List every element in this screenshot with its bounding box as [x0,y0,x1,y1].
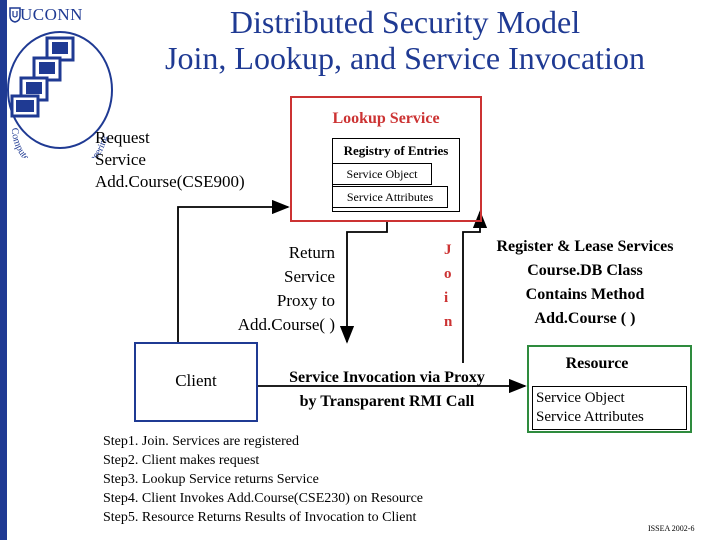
request-arrow [177,199,290,342]
return-proxy-label: Return Service Proxy to Add.Course( ) [175,241,335,337]
step-item: Step3. Lookup Service returns Service [103,472,319,487]
client-label: Client [175,371,217,390]
step-item: Step4. Client Invokes Add.Course(CSE230)… [103,491,424,506]
page-subtitle: Join, Lookup, and Service Invocation [165,40,645,76]
uconn-crest-icon [9,7,21,23]
request-label: Request Service Add.Course(CSE900) [95,127,245,193]
join-letter-n: n [444,314,453,330]
return-proxy-line4: Add.Course( ) [237,315,335,334]
department-logo-icon: Computer Science and Engineering [7,31,113,158]
invocation-line2: by Transparent RMI Call [299,393,475,410]
register-line2: Course.DB Class [527,262,643,279]
client-box [134,342,258,422]
page-title: Distributed Security Model [229,4,581,40]
registry-service-object-box [332,163,432,185]
step-item: Step2. Client makes request [103,453,260,468]
return-proxy-line3: Proxy to [276,291,335,310]
step-item: Step5. Resource Returns Results of Invoc… [103,510,417,525]
left-accent-bar [0,0,7,540]
resource-entries-box [532,386,687,430]
request-line2: Service [95,150,146,169]
registry-service-attributes-box [332,186,448,208]
registry-title: Registry of Entries [343,143,449,158]
registry-service-attributes: Service Attributes [346,190,434,204]
register-line4: Add.Course ( ) [534,310,636,327]
return-proxy-arrow [339,222,388,344]
return-proxy-line1: Return [288,243,335,262]
footer-label: ISSEA 2002-6 [648,524,695,533]
resource-entries: Service Object Service Attributes [536,389,644,427]
university-wordmark: UCONN [20,5,83,24]
invocation-line1: Service Invocation via Proxy [289,369,485,386]
join-letter-o: o [444,266,452,282]
resource-service-object: Service Object [536,390,625,406]
return-proxy-line2: Service [284,267,335,286]
resource-service-attributes: Service Attributes [536,409,644,425]
join-arrow [462,210,488,363]
join-label: J o i n [444,238,452,334]
step-item: Step1. Join. Services are registered [103,434,299,449]
steps-list: Step1. Join. Services are registered Ste… [103,432,423,527]
request-line1: Request [95,128,150,147]
request-line3: Add.Course(CSE900) [95,172,245,191]
register-line1: Register & Lease Services [496,238,674,255]
registry-service-object: Service Object [346,167,418,181]
register-line3: Contains Method [525,286,645,303]
lookup-service-title: Lookup Service [332,110,440,127]
resource-title: Resource [565,355,629,372]
join-letter-j: J [444,242,452,258]
join-letter-i: i [444,290,449,306]
lookup-service-box [290,96,482,222]
invocation-label: Service Invocation via Proxy by Transpar… [262,366,512,414]
resource-box [527,345,692,433]
register-label: Register & Lease Services Course.DB Clas… [470,235,700,331]
